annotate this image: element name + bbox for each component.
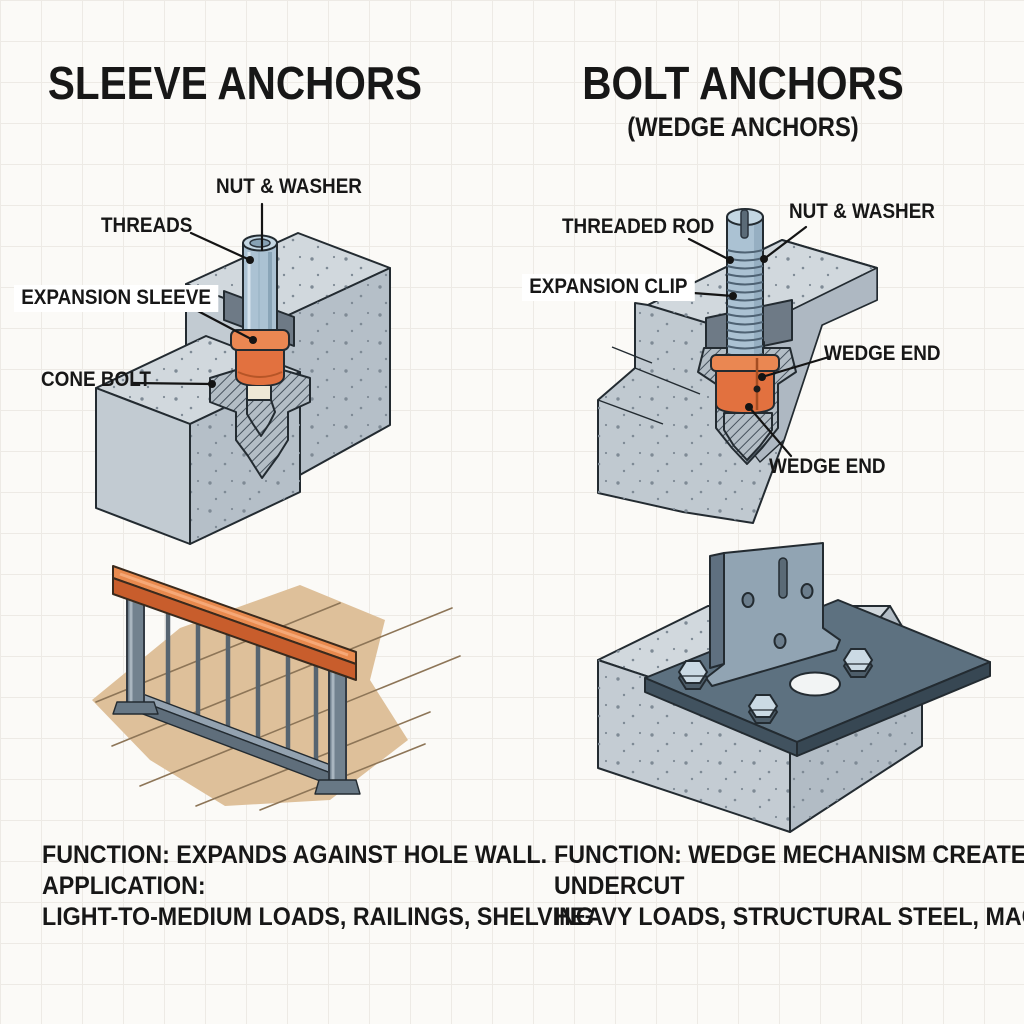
right-title-block: BOLT ANCHORS (WEDGE ANCHORS) bbox=[513, 56, 973, 143]
right-function-line: FUNCTION: WEDGE MECHANISM CREATES bbox=[554, 841, 1024, 869]
label-wedge-end-lower: WEDGE END bbox=[769, 455, 886, 478]
label-expansion-sleeve: EXPANSION SLEEVE bbox=[14, 285, 219, 313]
right-function-line2: UNDERCUT bbox=[554, 872, 685, 900]
label-threaded-rod: THREADED ROD bbox=[562, 215, 715, 238]
label-nut-washer-left: NUT & WASHER bbox=[216, 175, 362, 198]
right-description: FUNCTION: WEDGE MECHANISM CREATES UNDERC… bbox=[554, 840, 1024, 933]
label-wedge-end-upper: WEDGE END bbox=[824, 342, 941, 365]
left-application-heading: APPLICATION: bbox=[42, 872, 206, 900]
right-title: BOLT ANCHORS bbox=[582, 57, 904, 109]
left-function-line: FUNCTION: EXPANDS AGAINST HOLE WALL. bbox=[42, 841, 548, 869]
label-nut-washer-right: NUT & WASHER bbox=[789, 200, 935, 223]
left-title: SLEEVE ANCHORS bbox=[47, 57, 423, 109]
anchor-bolt bbox=[747, 694, 779, 724]
anchor-bolt bbox=[677, 660, 709, 690]
left-title-block: SLEEVE ANCHORS bbox=[5, 56, 465, 110]
wedge-anchor-diagram bbox=[597, 208, 878, 524]
label-expansion-clip: EXPANSION CLIP bbox=[522, 274, 695, 302]
right-subtitle: (WEDGE ANCHORS) bbox=[627, 112, 859, 142]
sleeve-anchor-diagram bbox=[95, 202, 391, 545]
railing-illustration bbox=[92, 565, 461, 811]
left-description: FUNCTION: EXPANDS AGAINST HOLE WALL. APP… bbox=[42, 840, 594, 933]
label-cone-bolt: CONE BOLT bbox=[41, 368, 151, 391]
left-application-line: LIGHT-TO-MEDIUM LOADS, RAILINGS, SHELVIN… bbox=[42, 903, 594, 931]
anchor-bolt bbox=[842, 648, 874, 678]
right-application-line: HEAVY LOADS, STRUCTURAL STEEL, MACHINERY bbox=[554, 903, 1024, 931]
steel-column-illustration bbox=[597, 542, 991, 833]
label-threads: THREADS bbox=[101, 214, 193, 237]
